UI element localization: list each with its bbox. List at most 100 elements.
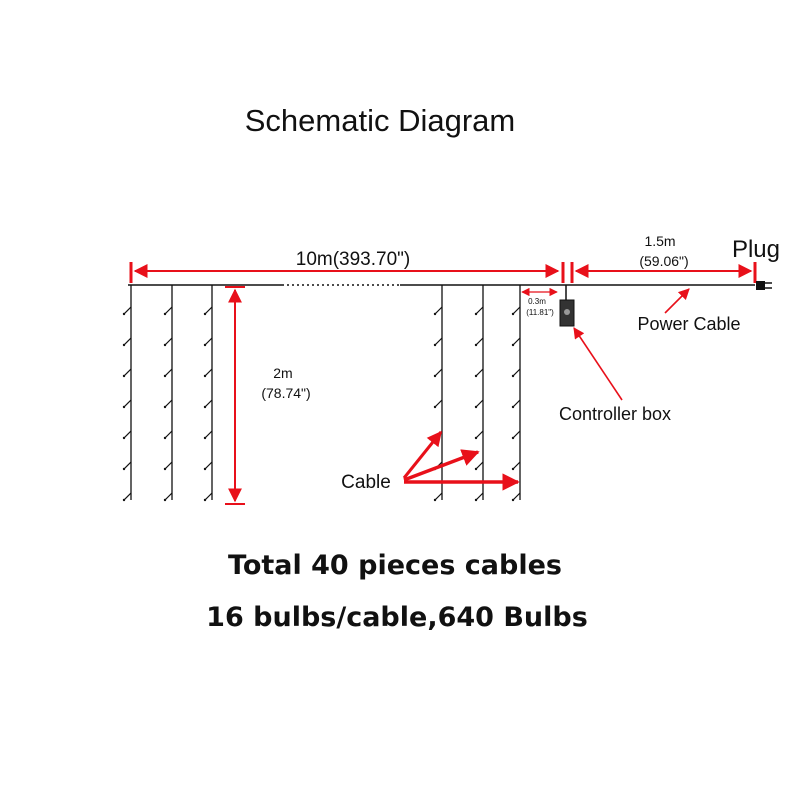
bulb (163, 343, 167, 347)
width-dimension: 10m(393.70") (129, 249, 565, 283)
power-length-in: (59.06") (639, 253, 688, 269)
bulb-tick (123, 461, 132, 470)
footer-total-cables: Total 40 pieces cables (228, 550, 562, 581)
bulb-tick (475, 337, 484, 346)
bulb-tick (434, 399, 443, 408)
bulb (122, 467, 126, 471)
bulb (433, 312, 437, 316)
bulb (163, 436, 167, 440)
bulb-tick (512, 492, 521, 501)
bulb-tick (512, 430, 521, 439)
height-label-m: 2m (273, 365, 292, 381)
bulb (122, 343, 126, 347)
bulb (474, 374, 478, 378)
bulb (474, 343, 478, 347)
hanging-cable (511, 285, 521, 502)
bulb-tick (512, 399, 521, 408)
bulb-tick (123, 430, 132, 439)
bulb-tick (512, 461, 521, 470)
bulb-tick (204, 492, 213, 501)
bulb-tick (475, 368, 484, 377)
bulb (474, 312, 478, 316)
bulb-tick (164, 337, 173, 346)
bulb (163, 374, 167, 378)
hanging-cables (122, 285, 521, 502)
cable-callout: Cable (341, 430, 520, 493)
hanging-cable (122, 285, 132, 502)
bulb-tick (164, 368, 173, 377)
bulb-tick (434, 306, 443, 315)
bulb (163, 498, 167, 502)
bulb-tick (123, 492, 132, 501)
bulb (511, 436, 515, 440)
bulb (203, 312, 207, 316)
bulb (203, 405, 207, 409)
bulb (433, 405, 437, 409)
controller-box-label: Controller box (559, 404, 671, 424)
diagram-title: Schematic Diagram (245, 103, 515, 138)
bulb (203, 498, 207, 502)
power-length-dimension: 1.5m (59.06") (570, 233, 757, 283)
bulb (511, 374, 515, 378)
height-label-in: (78.74") (261, 385, 310, 401)
spacing-label-in: (11.81") (526, 308, 554, 317)
bulb (511, 498, 515, 502)
bulb (203, 436, 207, 440)
bulb (511, 312, 515, 316)
bulb-tick (164, 399, 173, 408)
bulb (433, 498, 437, 502)
power-cable-label: Power Cable (637, 314, 740, 334)
bulb (203, 467, 207, 471)
bulb-tick (164, 306, 173, 315)
bulb (122, 374, 126, 378)
bulb (433, 374, 437, 378)
bulb (163, 467, 167, 471)
bulb-tick (204, 430, 213, 439)
bulb (122, 405, 126, 409)
hanging-cable (163, 285, 173, 502)
bulb (433, 343, 437, 347)
bulb-tick (475, 306, 484, 315)
bulb-tick (434, 368, 443, 377)
hanging-cable (474, 285, 484, 502)
bulb (474, 405, 478, 409)
bulb (511, 343, 515, 347)
bulb (474, 436, 478, 440)
bulb-tick (123, 337, 132, 346)
bulb (122, 436, 126, 440)
controller-box: Controller box (559, 285, 671, 424)
footer-bulbs: 16 bulbs/cable,640 Bulbs (206, 602, 588, 633)
spacing-label-m: 0.3m (528, 297, 546, 306)
bulb (511, 405, 515, 409)
bulb-tick (164, 430, 173, 439)
bulb-tick (475, 430, 484, 439)
bulb-tick (434, 337, 443, 346)
bulb-tick (204, 306, 213, 315)
width-label: 10m(393.70") (296, 249, 410, 270)
bulb-tick (512, 337, 521, 346)
bulb (474, 467, 478, 471)
plug-label: Plug (732, 236, 780, 263)
bulb (474, 498, 478, 502)
bulb (163, 405, 167, 409)
bulb-tick (123, 306, 132, 315)
bulb-tick (475, 461, 484, 470)
bulb-tick (123, 399, 132, 408)
power-cable-callout: Power Cable (637, 288, 741, 334)
bulb-tick (475, 492, 484, 501)
bulb-tick (512, 368, 521, 377)
bulb-tick (204, 368, 213, 377)
bulb-tick (512, 306, 521, 315)
bulb-tick (204, 337, 213, 346)
height-dimension: 2m (78.74") (225, 286, 311, 505)
bulb-tick (204, 461, 213, 470)
hanging-cable (203, 285, 213, 502)
power-length-m: 1.5m (644, 233, 675, 249)
plug: Plug (732, 236, 780, 290)
spacing-dimension: 0.3m (11.81") (521, 287, 558, 317)
cable-label: Cable (341, 472, 391, 493)
bulb (163, 312, 167, 316)
bulb (511, 467, 515, 471)
bulb (203, 343, 207, 347)
